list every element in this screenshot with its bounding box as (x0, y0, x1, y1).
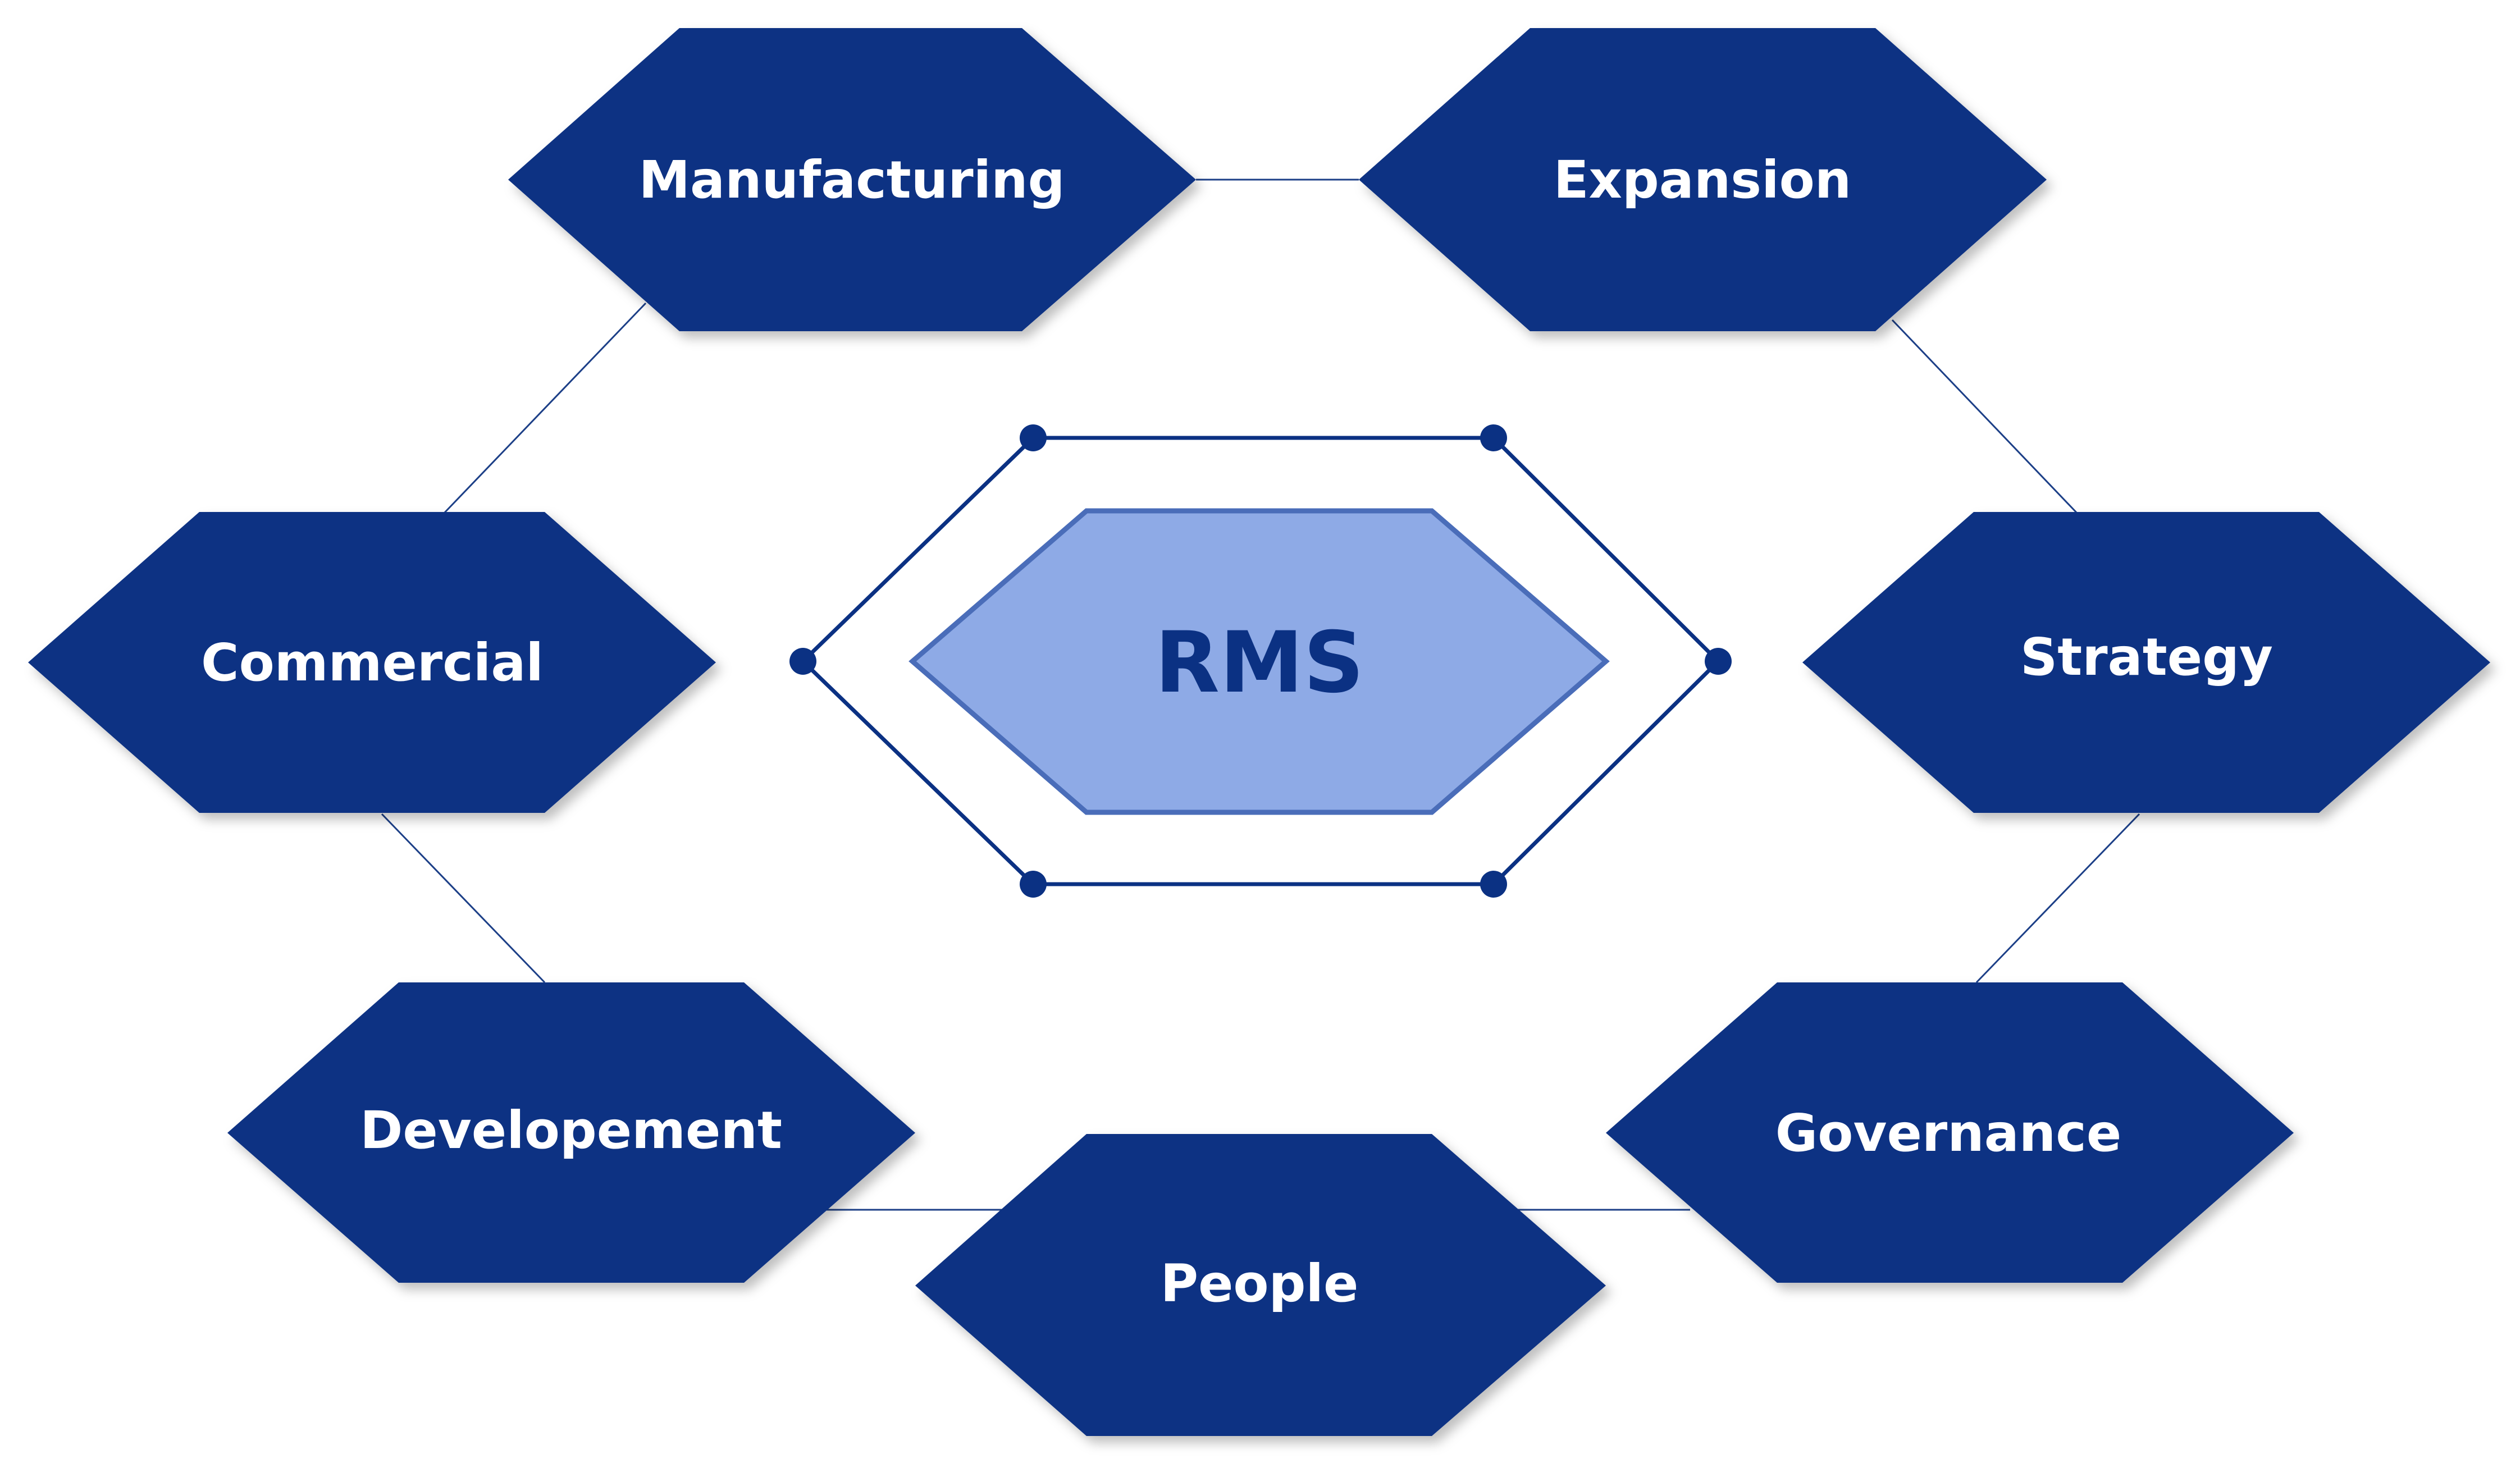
node-hexagon (1802, 512, 2490, 813)
node-hexagon (915, 1134, 1606, 1436)
connector-expansion-strategy (1891, 319, 2079, 515)
frame-dot-top-left (1020, 424, 1047, 451)
node-hexagon (28, 512, 716, 813)
node-developement: Developement (227, 982, 915, 1283)
connector-lines (381, 179, 2140, 1211)
center-hexagon (909, 508, 1610, 815)
node-label-commercial: Commercial (201, 633, 544, 693)
node-label-strategy: Strategy (2020, 627, 2273, 687)
frame-dot-bottom-right (1480, 871, 1507, 898)
connector-strategy-governance (1975, 813, 2140, 984)
node-people: People (915, 1134, 1606, 1436)
connector-manufacturing-commercial (442, 302, 647, 515)
node-commercial: Commercial (28, 512, 716, 813)
node-label-governance: Governance (1775, 1103, 2121, 1163)
node-label-people: People (1161, 1254, 1359, 1314)
node-hexagon (1359, 28, 2047, 331)
node-manufacturing: Manufacturing (508, 28, 1196, 331)
node-label-expansion: Expansion (1554, 150, 1852, 210)
center-label: RMS (1155, 614, 1364, 712)
connector-commercial-developement (381, 813, 546, 984)
frame-dot-bottom-left (1020, 871, 1047, 898)
node-strategy: Strategy (1802, 512, 2490, 813)
center-node: RMS (909, 508, 1610, 815)
node-hexagon (508, 28, 1196, 331)
node-label-developement: Developement (360, 1100, 782, 1160)
node-governance: Governance (1606, 982, 2294, 1283)
node-hexagon (227, 982, 915, 1283)
center-frame (789, 424, 1732, 898)
node-hexagon (1606, 982, 2294, 1283)
node-expansion: Expansion (1359, 28, 2047, 331)
frame-dot-top-right (1480, 424, 1507, 451)
node-label-manufacturing: Manufacturing (639, 150, 1065, 210)
frame-dot-left (789, 648, 816, 675)
frame-dot-right (1705, 648, 1732, 675)
